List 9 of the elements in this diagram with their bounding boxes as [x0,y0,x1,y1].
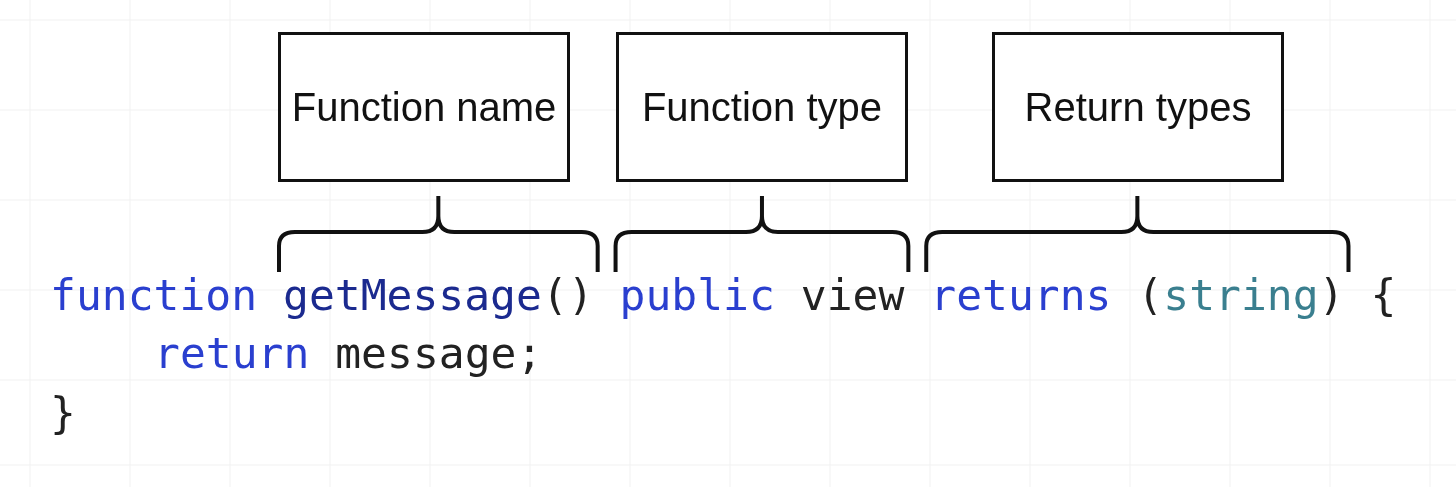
annotation-box [278,32,570,182]
annotation-text: Function type [641,84,883,131]
annotation-box [616,32,908,182]
annotation-text: Function name [291,84,557,131]
code-line: function getMessage() public view returns (string) { [50,270,1397,320]
code-line: return message; [154,328,543,378]
code-line: } [50,388,76,438]
annotation-box [992,32,1284,182]
annotation-text: Return types [1024,84,1252,131]
